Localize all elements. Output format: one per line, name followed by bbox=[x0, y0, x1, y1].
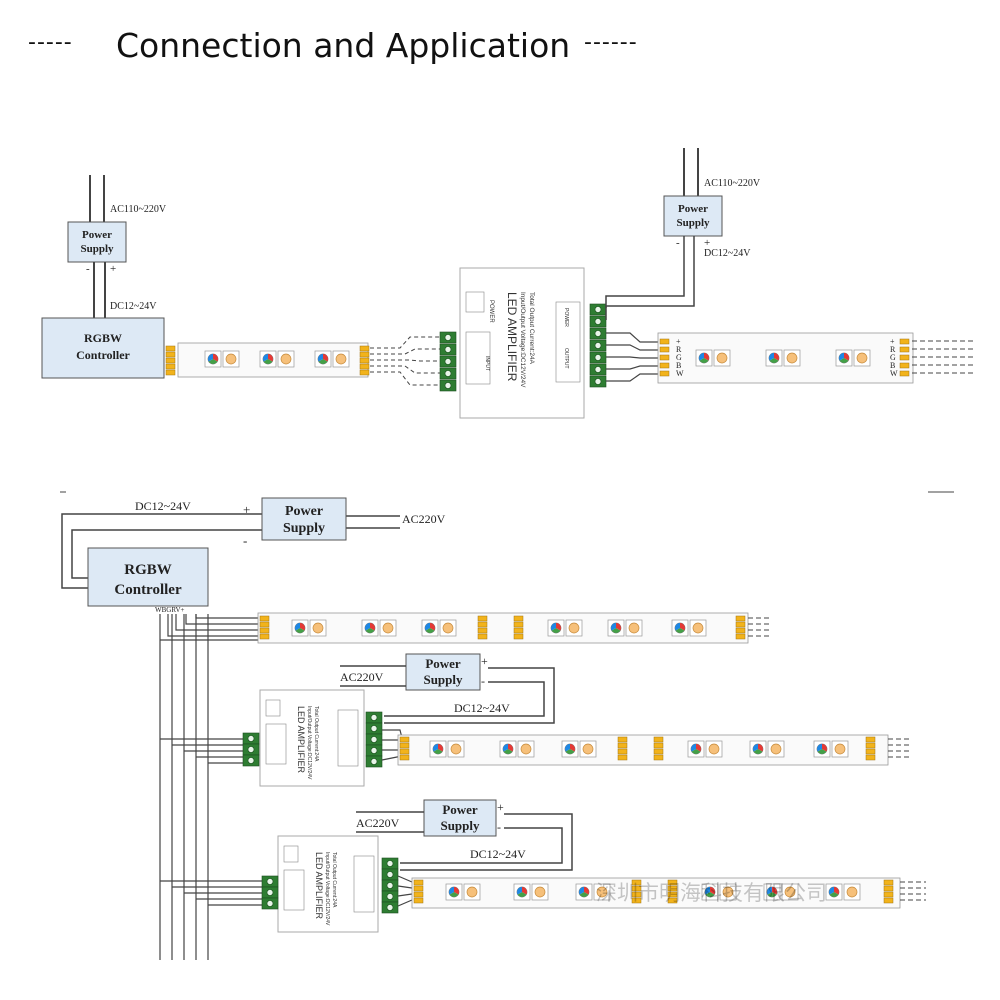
amp-current: Total Output Current:24A bbox=[528, 292, 535, 365]
amp-power-label: POWER bbox=[563, 308, 569, 327]
ac-voltage-label: AC220V bbox=[340, 670, 384, 684]
power-supply-label: Supply bbox=[423, 672, 463, 687]
minus-label: - bbox=[676, 237, 680, 249]
strip-pin-label: + bbox=[676, 337, 681, 346]
strip-pin-label: B bbox=[890, 361, 895, 370]
controller-label: RGBW bbox=[84, 331, 122, 345]
led-strip bbox=[257, 612, 749, 644]
minus-label: - bbox=[481, 674, 485, 688]
strip-pin-label: B bbox=[676, 361, 681, 370]
strip-pin-label: G bbox=[676, 353, 682, 362]
strip-pin-label: R bbox=[676, 345, 682, 354]
strip-pin-label: W bbox=[676, 369, 684, 378]
rgbw-controller: RGBW Controller bbox=[41, 317, 165, 379]
strip-pin-label: + bbox=[890, 337, 895, 346]
plus-label: + bbox=[110, 263, 116, 275]
power-supply-label: Supply bbox=[283, 521, 325, 536]
amp-power-label: POWER bbox=[488, 300, 494, 323]
controller-pins-label: WBGRV+ bbox=[155, 606, 184, 614]
dc-voltage-label: DC12~24V bbox=[135, 499, 191, 513]
amp-title: LED AMPLIFIER bbox=[505, 292, 519, 382]
led-strip bbox=[177, 342, 370, 378]
amp-title: LED AMPLIFIER bbox=[296, 706, 306, 774]
amp-voltage: Input/Output Voltage:DC12V/24V bbox=[306, 706, 312, 780]
top-diagram: AC110~220V Power Supply - + DC12~24V RGB… bbox=[41, 148, 975, 419]
led-amplifier: POWER INPUT LED AMPLIFIER Input/Output V… bbox=[439, 267, 607, 419]
plus-label: + bbox=[497, 800, 504, 814]
amp-input-label: INPUT bbox=[484, 356, 490, 371]
rgbw-controller: RGBW Controller WBGRV+ bbox=[87, 547, 209, 614]
controller-label: Controller bbox=[76, 348, 130, 362]
power-supply-box: Power Supply bbox=[261, 497, 347, 541]
minus-label: - bbox=[86, 263, 90, 275]
ac-voltage-label: AC110~220V bbox=[110, 204, 167, 215]
plus-label: + bbox=[243, 502, 250, 517]
minus-label: - bbox=[497, 820, 501, 834]
led-strip bbox=[411, 877, 901, 909]
led-amplifier: LED AMPLIFIER Input/Output Voltage:DC12V… bbox=[242, 689, 383, 787]
power-supply-label: Power bbox=[82, 229, 112, 241]
amp-current: Total Output Current:24A bbox=[313, 706, 319, 762]
minus-label: - bbox=[243, 533, 247, 548]
led-amplifier: LED AMPLIFIER Input/Output Voltage:DC12V… bbox=[261, 835, 399, 933]
dc-voltage-label: DC12~24V bbox=[454, 701, 510, 715]
power-supply-box: Power Supply bbox=[663, 195, 723, 237]
power-supply-label: Supply bbox=[676, 217, 710, 229]
amp-voltage: Input/Output Voltage:DC12V/24V bbox=[519, 292, 526, 388]
led-strip: + R G B W + R G B W bbox=[657, 332, 914, 384]
strip-pin-label: R bbox=[890, 345, 896, 354]
page-header: ----- Connection and Application ------ bbox=[0, 26, 1000, 74]
ac-voltage-label: AC220V bbox=[356, 816, 400, 830]
amp-current: Total Output Current:24A bbox=[331, 852, 337, 908]
power-supply-box: Power Supply bbox=[67, 221, 127, 263]
led-strip bbox=[397, 734, 889, 766]
power-supply-label: Supply bbox=[80, 243, 114, 255]
amp-title: LED AMPLIFIER bbox=[314, 852, 324, 920]
power-supply-label: Power bbox=[442, 802, 478, 817]
dc-voltage-label: DC12~24V bbox=[470, 847, 526, 861]
right-dashes: ------ bbox=[584, 30, 638, 55]
ac-voltage-label: AC220V bbox=[402, 512, 446, 526]
power-supply-label: Power bbox=[425, 656, 461, 671]
strip-pin-label: W bbox=[890, 369, 898, 378]
dc-voltage-label: DC12~24V bbox=[704, 248, 751, 259]
power-supply-label: Supply bbox=[440, 818, 480, 833]
controller-label: Controller bbox=[114, 582, 182, 598]
page-title: Connection and Application bbox=[116, 26, 571, 65]
power-supply-label: Power bbox=[285, 504, 323, 519]
ac-voltage-label: AC110~220V bbox=[704, 178, 761, 189]
power-supply-box: Power Supply bbox=[423, 799, 497, 837]
watermark-text: 深圳市明海科技有限公司 bbox=[596, 881, 827, 905]
controller-label: RGBW bbox=[124, 562, 172, 578]
bottom-diagram: DC12~24V + - AC220V Power Supply RGBW Co… bbox=[60, 491, 954, 960]
plus-label: + bbox=[704, 237, 710, 249]
power-supply-box: Power Supply bbox=[405, 653, 481, 691]
strip-pin-label: G bbox=[890, 353, 896, 362]
dc-voltage-label: DC12~24V bbox=[110, 301, 157, 312]
amp-output-label: OUTPUT bbox=[563, 348, 569, 369]
left-dashes: ----- bbox=[28, 30, 73, 55]
amp-voltage: Input/Output Voltage:DC12V/24V bbox=[324, 852, 330, 926]
plus-label: + bbox=[481, 654, 488, 668]
power-supply-label: Power bbox=[678, 203, 708, 215]
